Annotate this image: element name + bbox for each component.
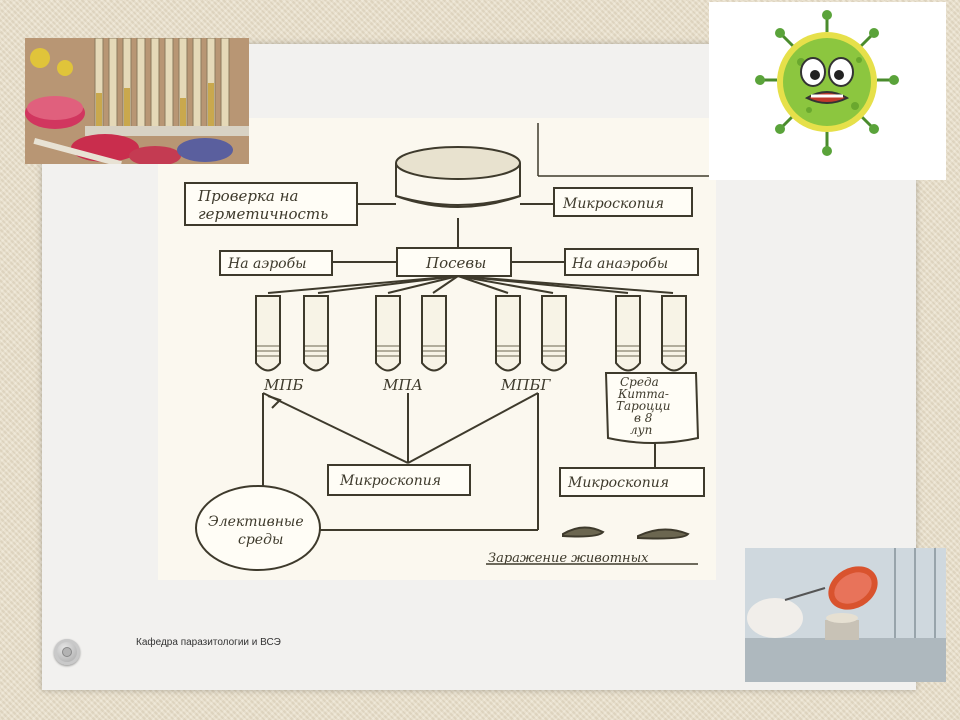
kitt-line1: Среда: [620, 375, 659, 389]
anaerobes-label: На анаэробы: [571, 256, 668, 272]
microscopy-right-label: Микроскопия: [567, 475, 669, 491]
posevy-label: Посевы: [425, 254, 486, 272]
navigation-button-icon[interactable]: [54, 639, 80, 665]
kitt-line3: Тароцци: [616, 399, 671, 413]
tube-label-mpa: МПА: [382, 376, 423, 394]
lab-tubes-photo: [25, 38, 249, 164]
aerobes-label: На аэробы: [227, 256, 307, 272]
infection-label: Заражение животных: [488, 551, 649, 566]
tube-label-mpbg: МПБГ: [500, 376, 551, 394]
virus-icon: [755, 10, 899, 156]
virus-cartoon: [709, 2, 946, 180]
tube-label-mpb: МПБ: [263, 376, 303, 394]
scanned-diagram: Проверка на герметичность Микроскопия По…: [158, 118, 716, 580]
kitt-line5: луп: [630, 423, 652, 437]
check-seal-text-line1: Проверка на: [197, 187, 298, 205]
elective-line1: Элективные: [208, 514, 304, 530]
footer-text: Кафедра паразитологии и ВСЭ: [136, 637, 281, 648]
check-seal-text-line2: герметичность: [198, 205, 328, 223]
navigation-button-center: [62, 647, 72, 657]
kitt-line4: в 8: [634, 411, 653, 425]
elective-line2: среды: [238, 532, 283, 548]
microscopy-mid-label: Микроскопия: [339, 473, 441, 489]
kitt-line2: Китта-: [617, 387, 669, 401]
lab-petri-photo: [745, 548, 946, 682]
microscopy-top-label: Микроскопия: [562, 196, 664, 212]
